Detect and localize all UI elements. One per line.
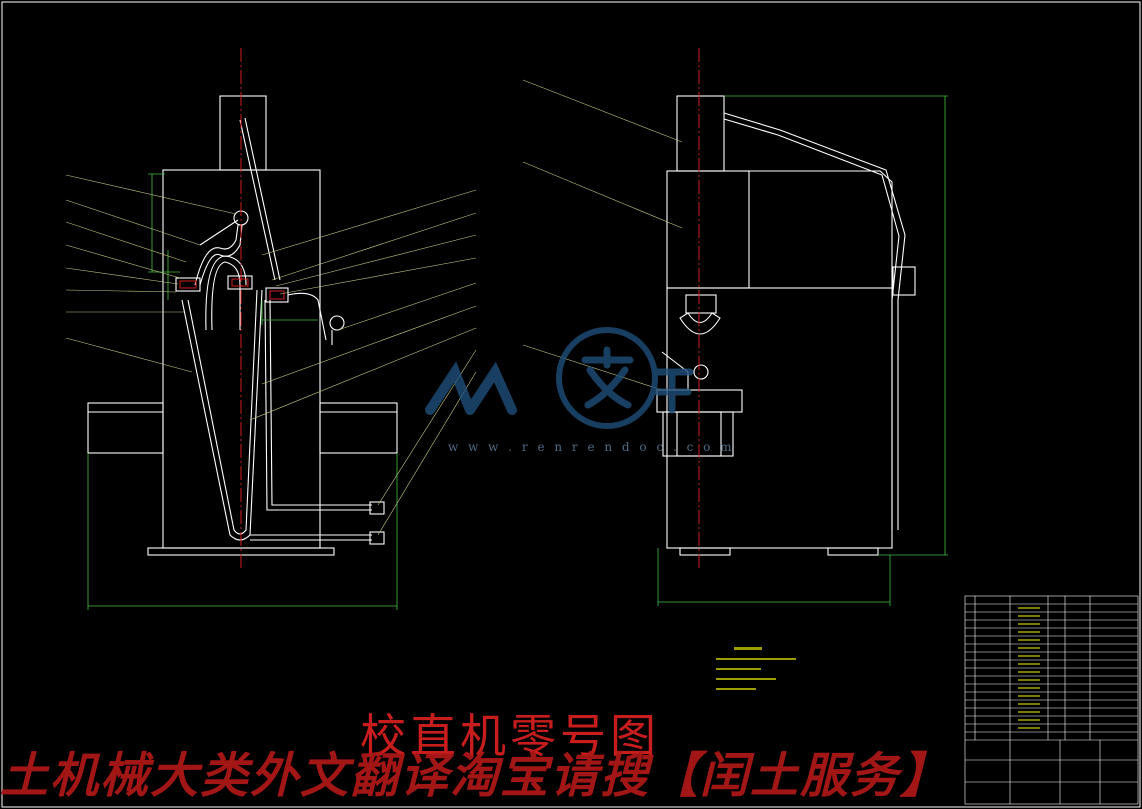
side-leader-2: [522, 161, 683, 229]
notes-line-4: [716, 688, 756, 690]
notes-line-1: [716, 658, 796, 660]
side-base-right: [827, 547, 879, 556]
front-left-table: [87, 402, 164, 454]
front-pipe-c: [239, 119, 276, 281]
leader-l8: [65, 337, 193, 373]
leader-r1: [261, 189, 477, 256]
parts-rows: [965, 603, 1138, 741]
watermark-url: w w w . r e n r e n d o c . c o m: [448, 440, 735, 454]
front-fitting-1: [369, 501, 385, 515]
leader-r5: [337, 282, 477, 331]
front-valve-2-accent: [231, 278, 249, 287]
side-die: [679, 312, 721, 335]
leader-l2: [65, 199, 201, 246]
leader-r3: [275, 234, 477, 287]
side-upper-head: [666, 170, 750, 289]
leader-r6: [261, 305, 477, 385]
side-valve-block: [892, 266, 916, 296]
front-pipe-m: [205, 255, 247, 331]
front-cylinder-top: [219, 95, 267, 171]
front-dimensions: [87, 173, 398, 610]
front-pipe-h: [264, 299, 372, 511]
leader-r4: [279, 257, 477, 295]
side-leader-1: [522, 79, 683, 143]
front-pipe-k: [287, 292, 327, 341]
leader-l1: [65, 174, 237, 215]
promo-banner: 土机械大类外文翻译淘宝请搜【闰土服务】: [0, 748, 951, 804]
side-pipe-outer: [723, 112, 906, 530]
front-valve-accents: [179, 278, 285, 300]
front-valve-3: [265, 287, 289, 303]
leader-l6: [65, 289, 177, 293]
side-pipe-inner: [723, 118, 900, 530]
front-pipe-f: [194, 224, 239, 286]
front-valve-1-accent: [179, 280, 197, 289]
front-valve-2: [227, 275, 253, 290]
renrendoc-logo-icon: [425, 327, 694, 429]
front-fitting-2: [369, 531, 385, 545]
drawing-title: 校直机零号图: [360, 709, 660, 763]
side-base-left: [679, 547, 731, 556]
front-pipe-b: [187, 289, 258, 535]
notes-heading-mark: [734, 647, 762, 650]
side-cylinder-top: [676, 95, 725, 172]
front-pipe-g: [269, 299, 372, 506]
tech-notes: [716, 647, 796, 690]
front-pipe-d: [244, 117, 281, 281]
side-ram: [685, 294, 717, 314]
side-body-top: [749, 170, 893, 288]
parts-list-text-marks: [1018, 607, 1040, 729]
leader-l4: [65, 244, 181, 279]
notes-line-3: [716, 678, 776, 680]
parts-list: [964, 595, 1139, 805]
side-leaders: [522, 79, 683, 391]
side-view: [656, 95, 916, 556]
notes-line-2: [716, 668, 761, 670]
leader-r8: [377, 349, 477, 506]
front-leaders: [65, 174, 477, 536]
front-pipe-l: [211, 261, 241, 331]
front-pipe-a: [181, 289, 263, 541]
side-dimensions: [657, 95, 948, 606]
leader-l3: [65, 221, 187, 263]
front-lever-arm: [199, 219, 239, 246]
side-body: [666, 287, 893, 549]
leader-r9: [377, 371, 477, 536]
front-pressure-gauge: [329, 315, 345, 331]
leader-r7: [249, 327, 477, 421]
front-pipe-e: [199, 224, 243, 286]
leader-r2: [271, 212, 477, 281]
leader-l5: [65, 267, 179, 285]
front-valve-1: [175, 277, 201, 292]
side-leader-3: [522, 344, 663, 391]
front-right-table: [319, 402, 398, 454]
front-valve-3-accent: [269, 290, 285, 300]
side-clamp-screw: [693, 364, 709, 380]
